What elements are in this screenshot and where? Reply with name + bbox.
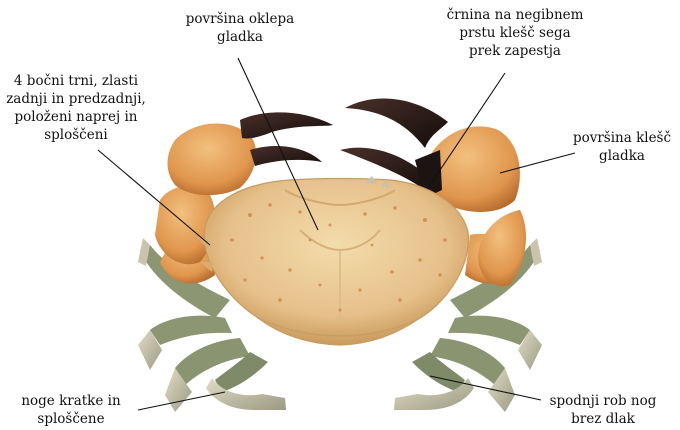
- label-line: površina klešč: [564, 129, 680, 147]
- label-line: zadnji in predzadnji,: [0, 90, 152, 108]
- label-line: sploščene: [6, 410, 136, 428]
- label-claw-surface: površina klešč gladka: [564, 129, 680, 165]
- label-line: noge kratke in: [6, 392, 136, 410]
- label-line: položeni naprej in: [0, 108, 152, 126]
- label-legs-lower-edge: spodnji rob nog brez dlak: [528, 392, 678, 428]
- label-line: 4 bočni trni, zlasti: [0, 72, 152, 90]
- label-lateral-spines: 4 bočni trni, zlasti zadnji in predzadnj…: [0, 72, 152, 144]
- label-line: gladka: [160, 28, 320, 46]
- label-line: površina oklepa: [160, 10, 320, 28]
- label-line: prek zapestja: [420, 42, 610, 60]
- label-line: črnina na negibnem: [420, 6, 610, 24]
- label-line: prstu klešč sega: [420, 24, 610, 42]
- carapace: [196, 176, 468, 345]
- label-line: brez dlak: [528, 410, 678, 428]
- label-finger-black: črnina na negibnem prstu klešč sega prek…: [420, 6, 610, 60]
- label-line: sploščeni: [0, 126, 152, 144]
- label-carapace-surface: površina oklepa gladka: [160, 10, 320, 46]
- label-legs-short: noge kratke in sploščene: [6, 392, 136, 428]
- label-line: spodnji rob nog: [528, 392, 678, 410]
- label-line: gladka: [564, 147, 680, 165]
